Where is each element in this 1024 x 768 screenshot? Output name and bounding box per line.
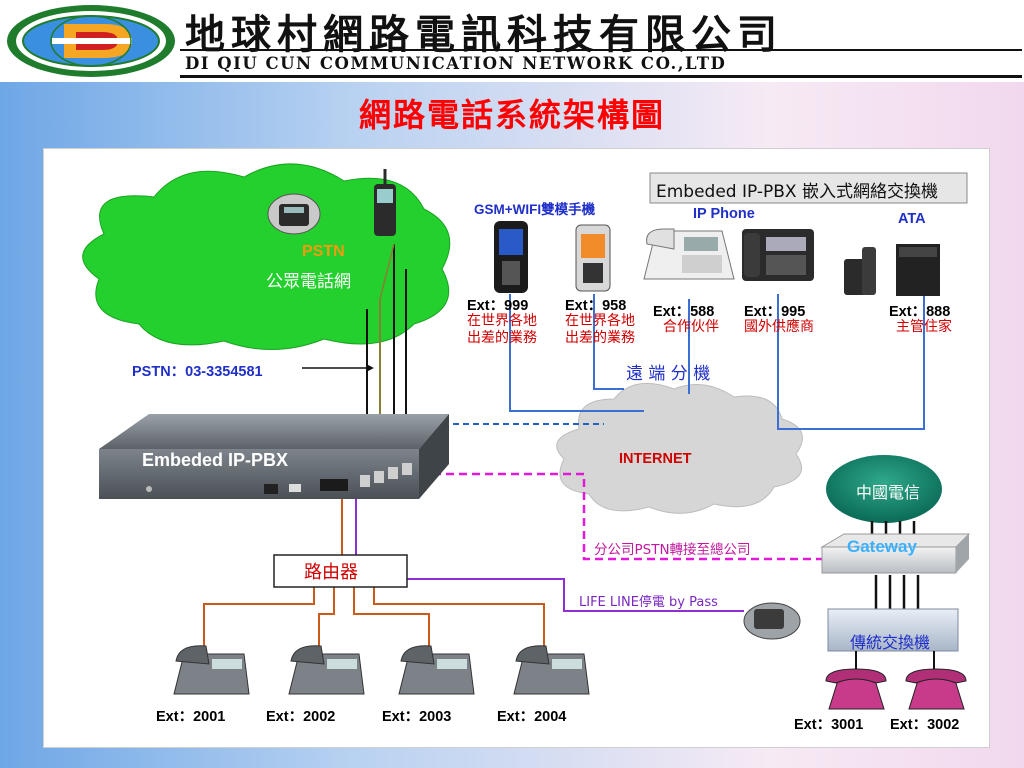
legend-box-label: Embeded IP-PBX 嵌入式網絡交換機 (656, 182, 938, 202)
local-phone-icon (398, 645, 475, 695)
legacy-pbx-label: 傳統交換機 (850, 633, 931, 652)
ip-phone-label: IP Phone (693, 206, 755, 222)
pstn-cloud-subtitle: 公眾電話網 (266, 272, 351, 292)
internet-cloud (556, 382, 803, 514)
gateway-device (820, 533, 971, 574)
pstn-cloud (82, 163, 451, 351)
lifeline-phone-icon (743, 602, 801, 640)
local-ext: Ext：2001 (156, 709, 226, 725)
local-ext: Ext：2004 (497, 709, 567, 725)
gsm-phone-icon (575, 224, 611, 292)
gateway-label: Gateway (847, 537, 917, 556)
remote-ext: Ext：958 (565, 298, 627, 314)
header-divider (180, 75, 1022, 78)
remote-ext-desc: 國外供應商 (744, 319, 814, 335)
ip-pbx-device (99, 414, 449, 499)
remote-ext: Ext：999 (467, 298, 529, 314)
remote-ext-desc: 在世界各地 (565, 313, 635, 329)
header-divider (180, 49, 1022, 51)
header: 地球村網路電訊科技有限公司 DI QIU CUN COMMUNICATION N… (0, 0, 1024, 82)
local-ext: Ext：2003 (382, 709, 452, 725)
internet-label: INTERNET (619, 451, 692, 467)
router-box (273, 554, 408, 588)
china-telecom-cloud (826, 455, 942, 523)
legacy-ext: Ext：3002 (890, 717, 960, 733)
remote-ext-desc: 出差的業務 (565, 330, 635, 346)
china-telecom-label: 中國電信 (856, 483, 921, 502)
local-ext: Ext：2002 (266, 709, 336, 725)
gsm-phone-label: GSM+WIFI雙模手機 (474, 202, 596, 217)
company-name: 地球村網路電訊科技有限公司 (185, 11, 783, 58)
lifeline-note: LIFE LINE停電 by Pass (579, 595, 718, 610)
remote-ext: Ext：588 (653, 304, 715, 320)
pstn-cloud-title: PSTN (302, 243, 345, 260)
pstn-mobile-phone-icon (374, 169, 396, 236)
remote-extension-label: 遠 端 分 機 (626, 364, 711, 384)
remote-ext-desc: 在世界各地 (467, 313, 537, 329)
network-diagram (82, 163, 971, 710)
company-logo (7, 5, 175, 77)
remote-ext: Ext：995 (744, 304, 806, 320)
legacy-ext: Ext：3001 (794, 717, 864, 733)
legacy-phone-icon (825, 668, 887, 710)
gsm-phone-icon (494, 221, 528, 293)
local-phone-icon (513, 645, 590, 695)
ata-device-icon (844, 244, 940, 296)
remote-ext-desc: 出差的業務 (467, 330, 537, 346)
pstn-desk-phone-icon (267, 193, 321, 235)
remote-ext-desc: 主管住家 (896, 319, 952, 335)
branch-transfer-note: 分公司PSTN轉接至總公司 (594, 542, 751, 558)
legend-box (649, 172, 968, 204)
diagram-panel: Embeded IP-PBX 嵌入式網絡交換機 PSTN 公眾電話網 PSTN：… (43, 148, 990, 748)
legacy-phone-icon (905, 668, 967, 710)
local-phone-icon (173, 645, 250, 695)
remote-ext: Ext：888 (889, 304, 951, 320)
ip-phone-icon (643, 228, 735, 280)
remote-ext-desc: 合作伙伴 (663, 319, 719, 335)
local-phone-icon (288, 645, 365, 695)
legacy-pbx-box (827, 608, 959, 652)
ip-pbx-label: Embeded IP-PBX (142, 450, 289, 470)
company-name-english: DI QIU CUN COMMUNICATION NETWORK CO.,LTD (185, 54, 727, 73)
page-title: 網路電話系統架構圖 (358, 96, 665, 134)
pstn-number: PSTN：03-3354581 (132, 364, 263, 380)
router-label: 路由器 (304, 562, 358, 583)
ata-label: ATA (898, 211, 926, 227)
ip-phone-icon (742, 229, 814, 281)
